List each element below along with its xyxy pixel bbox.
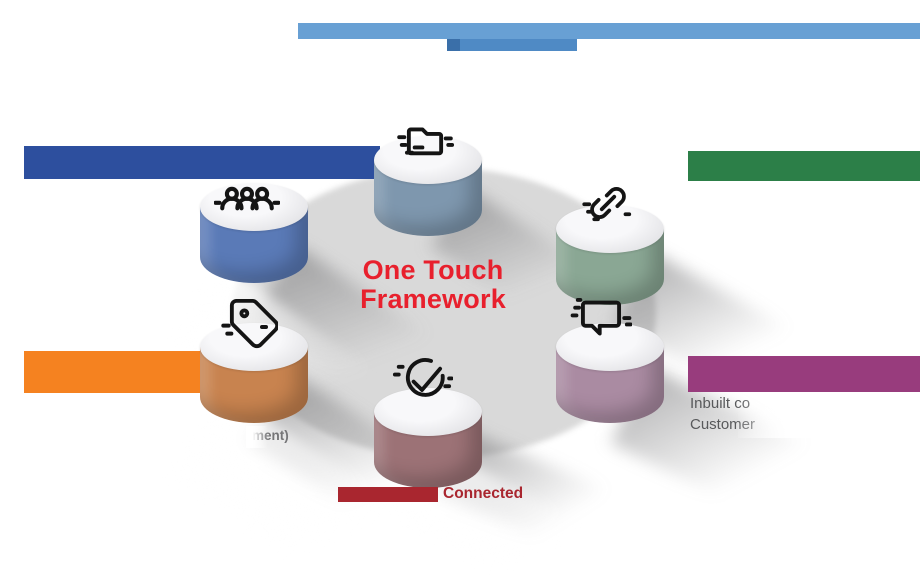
right-top-section-bar (688, 151, 920, 181)
top-highlight-bar (298, 23, 920, 39)
right-note-line1: Inbuilt co (690, 395, 751, 412)
bottom-section-heading: Connected (338, 485, 523, 503)
pod-bottom-left (200, 298, 308, 455)
pod-top-face (556, 205, 664, 253)
left-note-fade (246, 426, 268, 448)
left-bottom-section-bar (24, 351, 202, 393)
check-icon (392, 358, 453, 397)
chat-icon (570, 297, 632, 336)
top-sub-highlight-bar (447, 39, 577, 51)
left-top-section-bar (24, 146, 380, 179)
team-icon (214, 186, 280, 211)
pod-top-face (556, 323, 664, 371)
framework-title: One Touch Framework (318, 256, 548, 314)
pod-bottom-right (556, 297, 664, 455)
tag-icon (221, 298, 278, 349)
connected-label: Connected (443, 485, 524, 502)
pod-right (556, 187, 664, 337)
pod-left (200, 183, 308, 315)
right-note-fade (738, 394, 858, 438)
right-bottom-section-bar (688, 356, 920, 392)
framework-title-line1: One Touch (362, 255, 504, 285)
top-sub-highlight-square (447, 39, 460, 51)
pod-top-face (374, 136, 482, 184)
redacted-heading-block (338, 486, 438, 502)
framework-title-line2: Framework (360, 284, 506, 314)
folder-icon (397, 127, 455, 156)
pod-top (374, 127, 482, 268)
link-icon (582, 187, 632, 222)
pod-bottom (374, 358, 482, 520)
